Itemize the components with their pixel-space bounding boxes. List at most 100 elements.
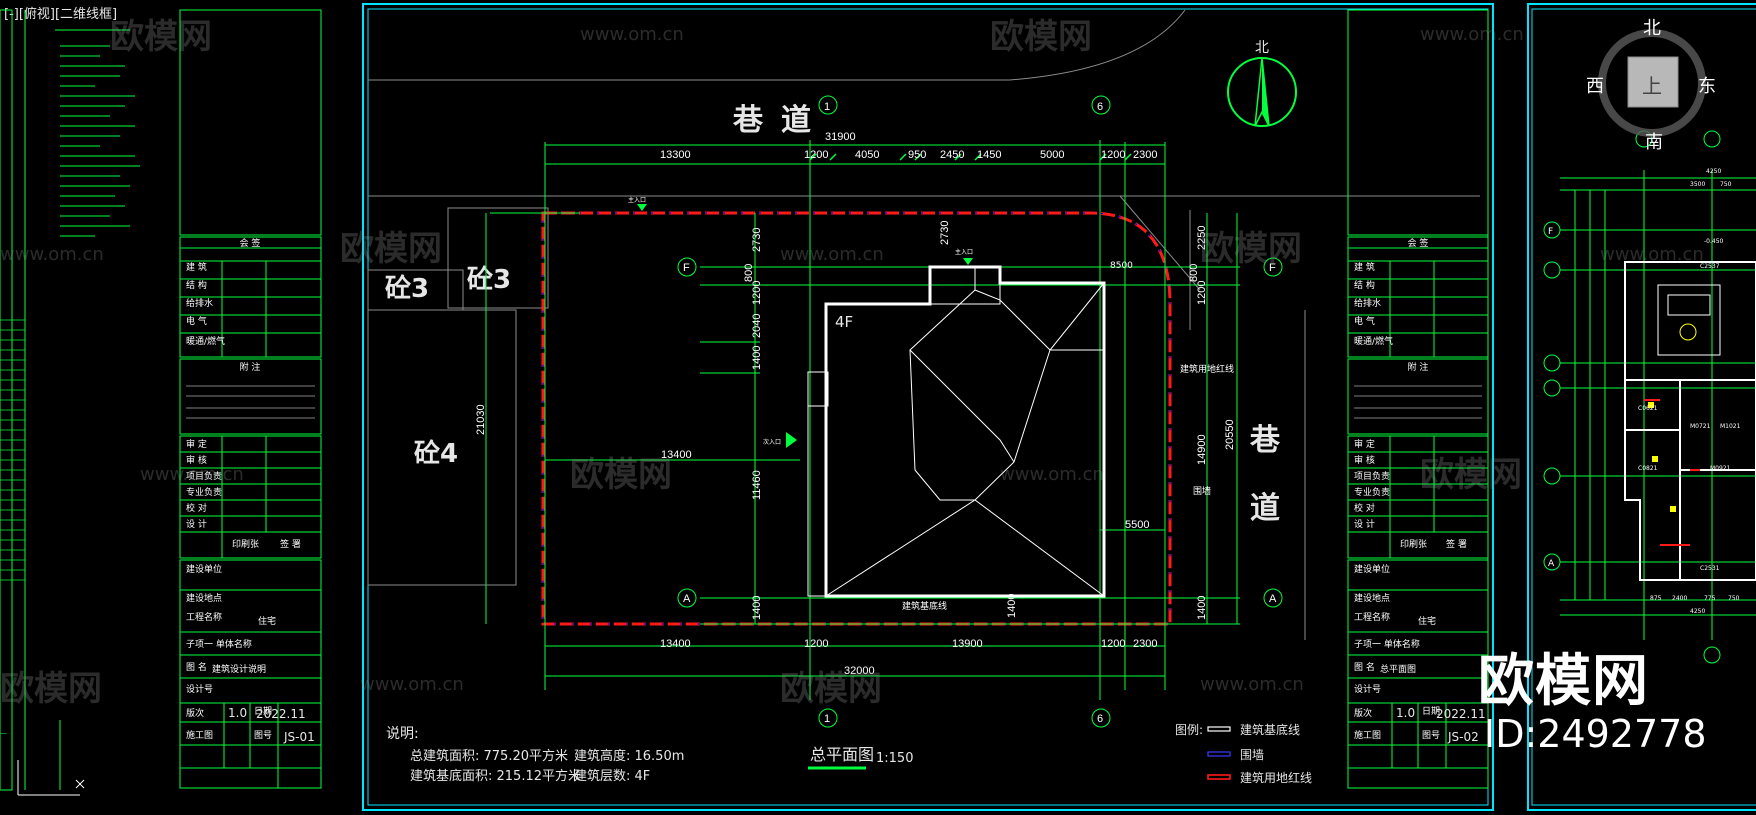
dim-inner-1400: 1400 <box>1006 594 1018 618</box>
tb-right-cs-row: 给排水 <box>1354 297 1381 309</box>
tb-left-notes: 附 注 <box>240 361 261 373</box>
north-label: 北 <box>1255 40 1269 56</box>
dim-left: 2730 <box>751 228 763 252</box>
watermark-brand: 欧模网 <box>1200 229 1302 269</box>
spec-text-lines <box>55 29 140 237</box>
compass-north[interactable]: 北 <box>1643 18 1661 39</box>
lot-label-4: 砼4 <box>414 439 458 469</box>
tb-left-sign-row: 专业负责 <box>186 486 222 498</box>
compass-center[interactable]: 上 <box>1642 74 1662 98</box>
compass-east[interactable]: 东 <box>1698 76 1716 97</box>
tb-right-owner: 建设单位 <box>1354 563 1390 575</box>
note-base-area: 建筑基底面积: 215.12平方米 <box>410 768 581 784</box>
tb-right-sign-row: 审 定 <box>1354 438 1375 450</box>
dim-top: 2300 <box>1133 149 1157 161</box>
dim-top: 1450 <box>977 149 1001 161</box>
watermark-brand: 欧模网 <box>340 229 442 269</box>
tb-left-version-label: 版次 <box>186 707 204 719</box>
building-outline <box>807 265 1106 598</box>
right-axis-label: F <box>1548 227 1553 237</box>
watermark-url: www.om.cn <box>1420 24 1524 45</box>
right-code: M1021 <box>1720 423 1741 430</box>
legend-red-label: 建筑用地红线 <box>1240 770 1312 785</box>
right-dim-bottom: 2400 <box>1672 595 1687 602</box>
tb-right-sign-row: 设 计 <box>1354 518 1375 530</box>
left-strip-rows <box>0 319 25 581</box>
watermark-url: www.om.cn <box>360 674 464 695</box>
drawing-scale: 1:150 <box>876 751 913 766</box>
tb-right-stamp: 印刷张 <box>1400 538 1427 550</box>
dim-bottom: 1200 <box>804 638 828 650</box>
tb-left-drawing-label: 图 名 <box>186 661 207 673</box>
compass-south[interactable]: 南 <box>1645 132 1663 153</box>
dim-bottom: 13900 <box>952 638 983 650</box>
dim-top: 13300 <box>660 149 691 161</box>
brand-logo: 欧模网 <box>1478 649 1649 714</box>
viewcube-face[interactable] <box>1627 56 1679 108</box>
dim-inner-2730: 2730 <box>939 221 951 245</box>
viewport-label[interactable]: [-][俯视][二维线框] <box>4 7 118 22</box>
right-dim-top: 750 <box>1720 181 1732 188</box>
dim-right: 1200 <box>1196 281 1208 305</box>
secondary-entrance-label: 次入口 <box>763 438 781 446</box>
property-red-line <box>541 211 1172 626</box>
tb-left-date: 2022.11 <box>256 707 306 721</box>
tb-right-sign-row: 项目负责 <box>1354 470 1390 482</box>
tb-left-cs-row: 建 筑 <box>186 261 207 273</box>
notes-title: 说明: <box>386 726 419 742</box>
dimension-grid-lines <box>485 140 1240 700</box>
right-code: M0721 <box>1690 423 1711 430</box>
dim-left: 1400 <box>751 596 763 620</box>
tb-left-sheet-no: JS-01 <box>283 730 315 744</box>
tb-left-sign-row: 设 计 <box>186 518 207 530</box>
right-code: C2537 <box>1700 263 1720 270</box>
tb-left-subitem: 子项一 单体名称 <box>186 638 252 650</box>
brand-id: ID:2492778 <box>1484 712 1707 756</box>
dim-ticks <box>809 153 1132 161</box>
tb-left-project-name: 住宅 <box>258 615 276 627</box>
main-sheet-frame <box>362 3 1494 811</box>
tb-left-countersign: 会 签 <box>240 237 261 249</box>
right-dim-bottom: 775 <box>1704 595 1716 602</box>
tb-right-notes: 附 注 <box>1408 361 1429 373</box>
dim-top: 5000 <box>1040 149 1064 161</box>
watermark-brand: 欧模网 <box>780 669 882 709</box>
road-label-right-1: 巷 <box>1249 423 1281 458</box>
dim-right: 800 <box>1188 264 1200 282</box>
dim-8500: 8500 <box>1110 261 1133 271</box>
tb-right-cs-row: 电 气 <box>1354 315 1375 327</box>
legend-swatch-wall <box>1207 751 1231 757</box>
right-dim-bottom: 750 <box>1728 595 1740 602</box>
watermarks: 欧模网 www.om.cn 欧模网 www.om.cn www.om.cn 欧模… <box>0 17 1704 709</box>
tb-left-drawing-name: 建筑设计说明 <box>212 663 266 675</box>
watermark-url: www.om.cn <box>1200 674 1304 695</box>
ucs-icon <box>17 760 85 796</box>
compass-west[interactable]: 西 <box>1586 76 1604 97</box>
dim-left: 2040 <box>751 314 763 338</box>
building-floors-label: 4F <box>835 313 853 331</box>
tb-right-project-name: 住宅 <box>1418 615 1436 627</box>
tb-right-date: 2022.11 <box>1436 707 1486 721</box>
tb-right-drawing-label: 图 名 <box>1354 661 1375 673</box>
drawing-title: 总平面图 <box>810 745 874 764</box>
watermark-brand: 欧模网 <box>570 455 672 495</box>
right-code: C2531 <box>1700 565 1720 572</box>
right-elev: -0.450 <box>1704 238 1724 245</box>
tb-left-cs-row: 电 气 <box>186 315 207 327</box>
axis-1-bottom: 1 <box>824 713 830 725</box>
tb-right-sign: 签 署 <box>1446 538 1467 550</box>
viewcube-compass[interactable] <box>1598 29 1706 137</box>
tb-right-sheet-no: JS-02 <box>1447 730 1479 744</box>
road-label-right-2: 道 <box>1250 491 1280 526</box>
main-entrance-top-label: 主入口 <box>628 196 646 204</box>
dim-left: 800 <box>743 264 755 282</box>
watermark-url: www.om.cn <box>1000 464 1104 485</box>
watermark-url: www.om.cn <box>580 24 684 45</box>
legend-wall-label: 围墙 <box>1240 748 1264 762</box>
road-label-top: 巷道 <box>732 103 829 138</box>
legend-swatch-base <box>1207 726 1231 732</box>
tb-left-stamp: 印刷张 <box>232 538 259 550</box>
note-height: 建筑高度: 16.50m <box>574 748 684 764</box>
tb-left-project-label: 工程名称 <box>186 611 222 623</box>
